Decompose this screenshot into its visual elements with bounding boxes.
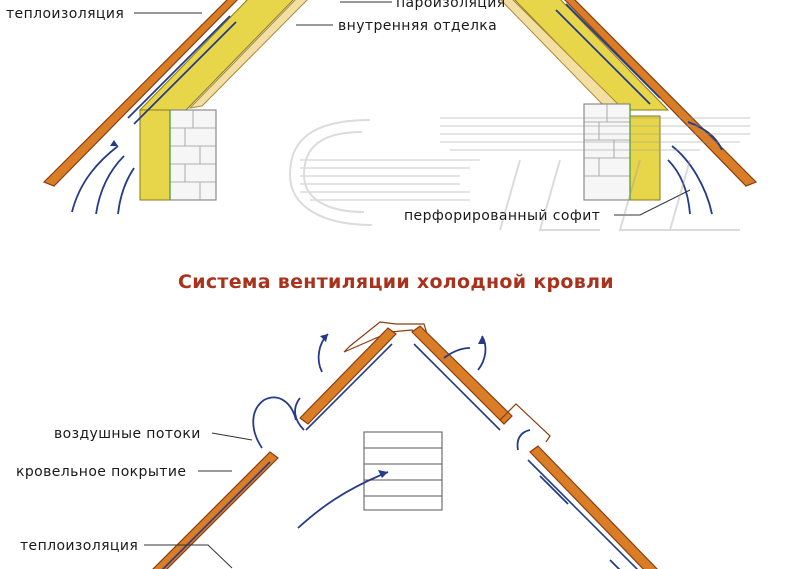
top-right-roof-covering <box>564 0 758 187</box>
top-left-roof-covering <box>42 0 238 187</box>
top-label-insulation: теплоизоляция <box>6 6 124 22</box>
top-label-vapor-barrier: пароизоляция <box>396 0 506 11</box>
bottom-roof-diagram: воздушные потоки кровельное покрытие теп… <box>16 321 658 569</box>
bottom-label-roof-covering: кровельное покрытие <box>16 464 186 480</box>
bottom-label-air-flows: воздушные потоки <box>54 426 201 442</box>
bottom-left-upper-roof <box>299 327 397 425</box>
bottom-label-insulation: теплоизоляция <box>20 538 138 554</box>
bottom-left-lower-roof <box>152 451 279 569</box>
gable-vent <box>363 431 443 511</box>
top-label-perforated-soffit: перфорированный софит <box>404 208 600 224</box>
diagram-title: Система вентиляции холодной кровли <box>178 271 614 293</box>
top-roof-diagram: теплоизоляция пароизоляция внутренняя от… <box>6 0 758 224</box>
bottom-right-upper-roof <box>411 325 513 425</box>
top-label-interior-finish: внутренняя отделка <box>338 18 497 34</box>
bottom-airflow <box>252 333 621 569</box>
ridge-cap <box>343 321 432 353</box>
top-right-wall-insulation <box>629 115 661 201</box>
logo-watermark-icon <box>288 117 750 231</box>
top-left-finish <box>188 0 308 109</box>
bottom-right-lower-roof <box>529 445 658 569</box>
top-left-airflow <box>71 15 237 215</box>
top-right-airflow <box>555 3 723 215</box>
top-left-wall-insulation <box>139 109 171 201</box>
